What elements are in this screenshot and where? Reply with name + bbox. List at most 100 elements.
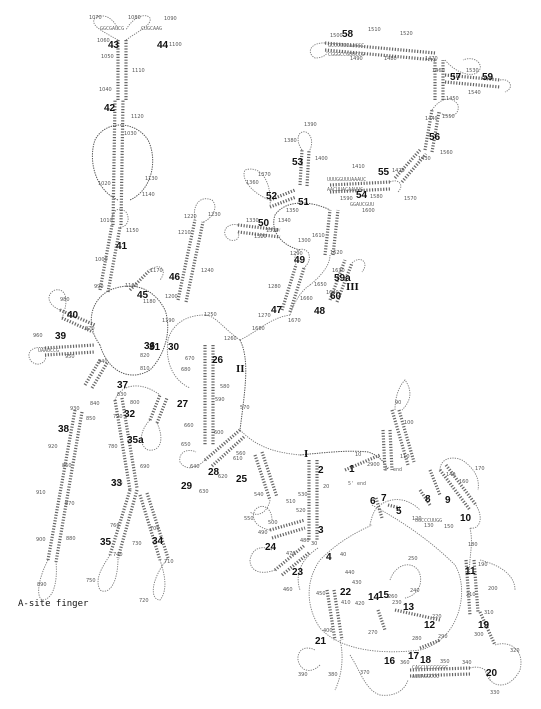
nt-number-700: 700	[150, 526, 160, 532]
nt-number-1480: 1480	[384, 56, 397, 62]
nt-number-1290: 1290	[290, 251, 303, 257]
nt-number-980: 980	[60, 297, 70, 303]
nt-number-290: 290	[438, 634, 448, 640]
helix-label-25: 25	[236, 474, 248, 485]
nt-number-190: 190	[478, 562, 488, 568]
helix-label-24: 24	[265, 542, 277, 553]
nt-number-960: 960	[33, 333, 43, 339]
nt-number-1170: 1170	[150, 268, 163, 274]
nt-number-940: 940	[98, 359, 108, 365]
nt-number-1060: 1060	[97, 38, 110, 44]
domain-labels: I II III	[236, 281, 359, 460]
nt-number-710: 710	[164, 559, 174, 565]
nt-number-490: 490	[258, 530, 268, 536]
nt-number-900: 900	[36, 537, 46, 543]
nt-number-1550: 1550	[442, 114, 455, 120]
nt-number-540: 540	[254, 492, 264, 498]
nt-number-410: 410	[341, 600, 351, 606]
nt-number-150: 150	[444, 524, 454, 530]
nt-number-360: 360	[400, 660, 410, 666]
helix-label-49: 49	[294, 255, 306, 266]
nt-number-760: 760	[110, 523, 120, 529]
nt-number-1330: 1330	[246, 218, 259, 224]
nt-number-310: 310	[484, 610, 494, 616]
nt-number-930: 930	[70, 406, 80, 412]
helix-label-30: 30	[168, 342, 180, 353]
nt-number-340: 340	[462, 660, 472, 666]
helix-label-48: 48	[314, 306, 326, 317]
nt-number-1240: 1240	[201, 268, 214, 274]
helix-label-40: 40	[67, 310, 79, 321]
helix-label-3: 3	[318, 525, 324, 536]
helix-label-14: 14	[368, 592, 380, 603]
helix-label-1: 1	[349, 464, 355, 475]
nt-number-2900: 2900	[367, 462, 380, 468]
nt-number-1630: 1630	[332, 268, 345, 274]
helix-label-56: 56	[429, 132, 441, 143]
nt-number-460: 460	[283, 587, 293, 593]
nt-number-740: 740	[113, 552, 123, 558]
helix-label-31: 31	[149, 342, 161, 353]
nt-number-950: 950	[65, 354, 75, 360]
helix-label-13: 13	[403, 602, 415, 613]
helix-label-35a: 35a	[127, 435, 144, 446]
helix-label-55: 55	[378, 167, 390, 178]
nt-number-1400: 1400	[315, 156, 328, 162]
backbone-strands	[179, 379, 522, 696]
nt-number-210: 210	[466, 592, 476, 598]
helix-label-34: 34	[152, 536, 164, 547]
nt-number-1080: 1080	[128, 15, 141, 21]
nt-number-910: 910	[36, 490, 46, 496]
nt-number-1470: 1470	[425, 56, 438, 62]
helix-label-38: 38	[58, 424, 70, 435]
helix-label-33: 33	[111, 478, 123, 489]
nt-number-420: 420	[355, 601, 365, 607]
sequence-fragment: CGGGCCGUUCCG	[328, 52, 364, 58]
helix-label-28: 28	[208, 467, 220, 478]
nt-number-1140: 1140	[142, 192, 155, 198]
helix-label-52: 52	[266, 191, 278, 202]
helix-label-4: 4	[326, 552, 332, 563]
nt-number-1200: 1200	[165, 294, 178, 300]
nt-number-610: 610	[233, 456, 243, 462]
helix-label-17: 17	[408, 651, 420, 662]
nt-number-1640: 1640	[326, 290, 339, 296]
nt-number-90: 90	[395, 400, 401, 406]
a-site-finger-annotation: A-site finger	[18, 599, 89, 609]
nt-number-1090: 1090	[164, 16, 177, 22]
nt-number-1490: 1490	[350, 56, 363, 62]
sequence-fragment: CUGCAAG	[141, 26, 162, 32]
nt-number-130: 130	[424, 523, 434, 529]
nt-number-1650: 1650	[314, 282, 327, 288]
nt-number-1010: 1010	[100, 218, 113, 224]
sequence-fragment: GGCGAUCG	[100, 26, 124, 32]
nt-number-640: 640	[190, 464, 200, 470]
helix-label-57: 57	[450, 72, 462, 83]
nucleotide-numbers: 10 20 30 40 90 100 110 120 130 140 150 1…	[33, 15, 520, 696]
nt-number-850: 850	[86, 416, 96, 422]
helix-label-44: 44	[157, 40, 169, 51]
nt-number-100: 100	[404, 420, 414, 426]
nt-number-440: 440	[345, 570, 355, 576]
nt-number-170: 170	[475, 466, 485, 472]
nt-number-230: 230	[392, 600, 402, 606]
nt-number-600: 600	[214, 430, 224, 436]
nt-number-560: 560	[236, 451, 246, 457]
nt-number-1520: 1520	[400, 31, 413, 37]
nt-number-590: 590	[215, 397, 225, 403]
nt-number-430: 430	[352, 580, 362, 586]
sequence-fragment: AUUAGGCCC	[412, 674, 439, 680]
five-prime-end-label: 5' end	[348, 481, 366, 487]
nt-number-1020: 1020	[98, 181, 111, 187]
nt-number-370: 370	[360, 670, 370, 676]
sequence-fragment: CAGCUCCCCGGC	[412, 665, 448, 671]
nt-number-620: 620	[218, 474, 228, 480]
nt-number-1190: 1190	[162, 318, 175, 324]
nt-number-350: 350	[440, 659, 450, 665]
sequence-fragment: GGAUCGUU	[350, 202, 374, 208]
nt-number-690: 690	[140, 464, 150, 470]
nt-number-1610: 1610	[312, 233, 325, 239]
helix-label-32: 32	[124, 409, 136, 420]
nt-number-1420: 1420	[392, 168, 405, 174]
